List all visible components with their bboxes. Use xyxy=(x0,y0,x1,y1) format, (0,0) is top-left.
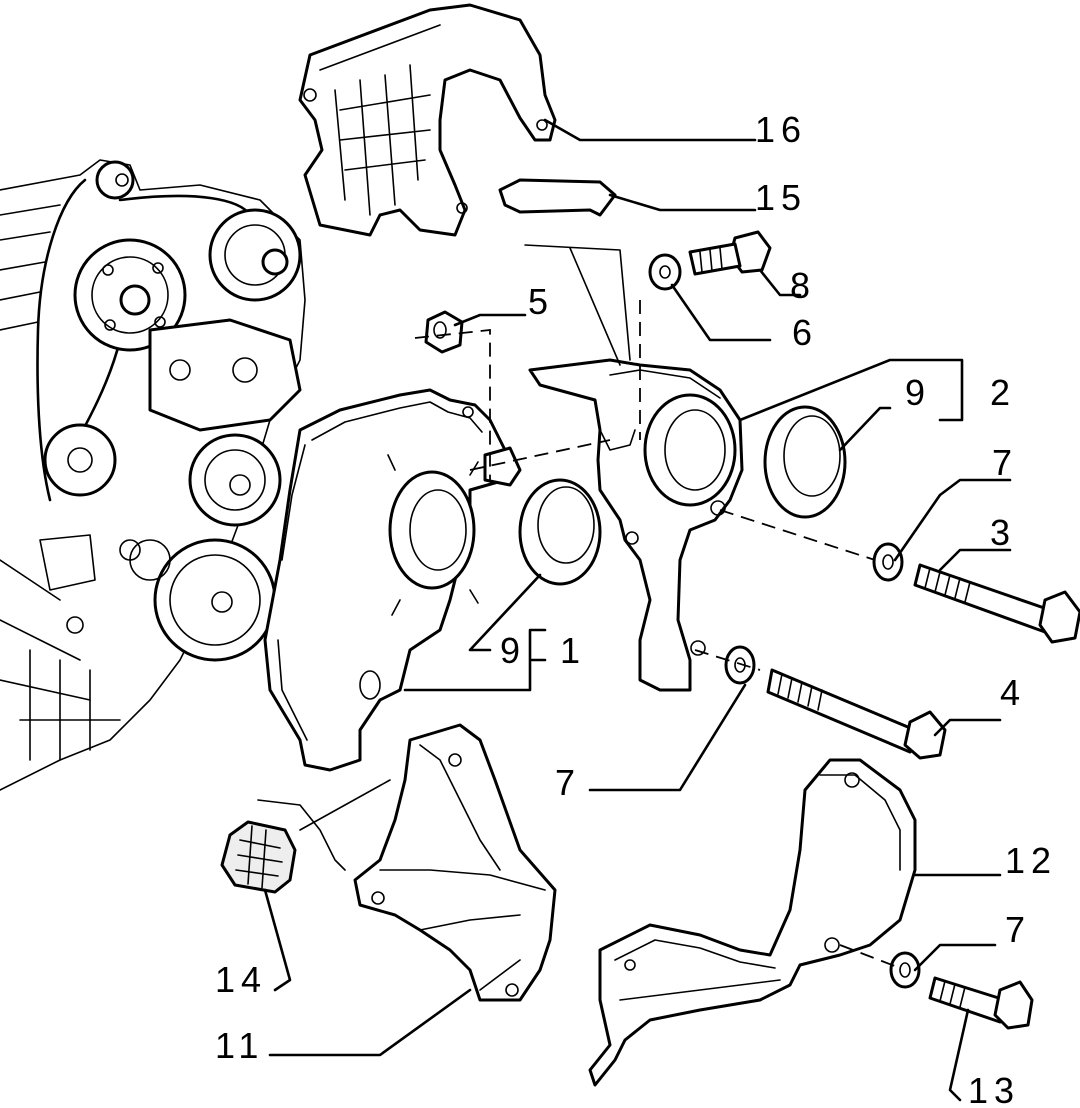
callout-7-upper: 7 xyxy=(992,442,1018,483)
callout-6: 6 xyxy=(792,312,818,353)
timing-cover-right-2 xyxy=(528,358,744,692)
lower-timing-cover-12 xyxy=(588,758,917,1087)
callout-labels: 16 15 8 6 5 9 2 7 3 9 1 4 7 12 7 14 11 1… xyxy=(215,109,1057,1108)
callout-8: 8 xyxy=(790,265,816,306)
callout-3: 3 xyxy=(990,512,1016,553)
crankshaft-pulley xyxy=(153,538,277,662)
callout-11: 11 xyxy=(215,1025,264,1066)
callout-2: 2 xyxy=(990,372,1016,413)
callout-7-middle: 7 xyxy=(555,762,581,803)
washer-7c xyxy=(889,951,921,989)
cover-boss-2 xyxy=(643,393,737,507)
washer-6 xyxy=(648,253,682,291)
nut-5 xyxy=(424,310,464,354)
timing-cover-left-1 xyxy=(263,388,522,772)
callout-9-upper: 9 xyxy=(905,372,931,413)
leader-lines xyxy=(263,118,1012,1102)
callout-5: 5 xyxy=(528,281,554,322)
bolt-13 xyxy=(928,976,1034,1030)
cover-boss-1 xyxy=(388,470,476,590)
washer-7a xyxy=(872,542,904,582)
rubber-pad-15 xyxy=(498,178,617,217)
second-camshaft-pulley xyxy=(208,208,302,302)
cap-9-upper xyxy=(763,405,847,519)
callout-13: 13 xyxy=(968,1070,1020,1108)
bolt-4 xyxy=(766,668,947,760)
rubber-block-14 xyxy=(220,820,297,894)
axis-lines xyxy=(257,244,901,969)
callout-7-lower: 7 xyxy=(1005,909,1031,950)
engine-block xyxy=(0,159,306,791)
auxiliary-pulley xyxy=(188,433,282,527)
callout-14: 14 xyxy=(215,959,267,1000)
callout-15: 15 xyxy=(755,177,807,218)
cap-9-lower xyxy=(518,478,602,586)
callout-16: 16 xyxy=(755,109,807,150)
bolt-8 xyxy=(688,230,772,276)
upper-timing-cover-16 xyxy=(298,3,557,237)
callout-12: 12 xyxy=(1005,840,1057,881)
callout-4: 4 xyxy=(1000,672,1026,713)
callout-9-lower: 9 xyxy=(500,630,526,671)
washer-7b xyxy=(724,645,756,685)
bolt-3 xyxy=(913,563,1080,644)
lower-bracket-11 xyxy=(353,723,557,1002)
callout-1: 1 xyxy=(560,630,586,671)
